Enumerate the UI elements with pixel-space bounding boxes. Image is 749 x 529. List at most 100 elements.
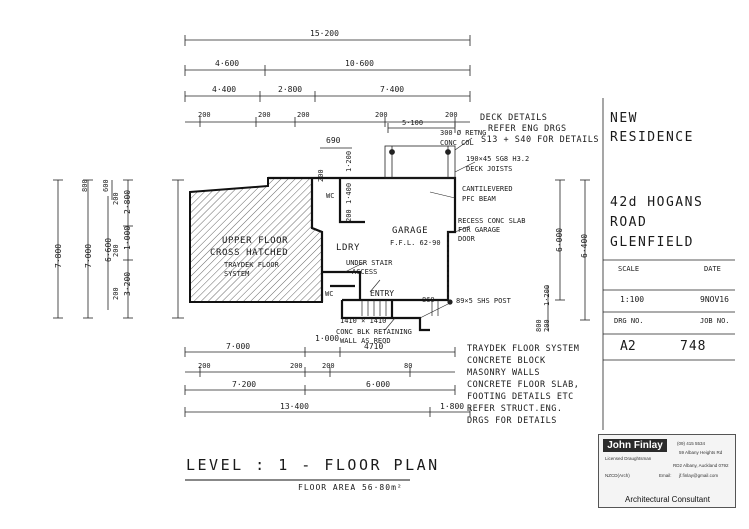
address-line3: GLENFIELD [610, 235, 694, 250]
dim-690: 690 [326, 136, 341, 145]
consultant-city: RD2 Albany, Auckland 0792 [673, 463, 729, 468]
dim-bottom-row4-b: 1·800 [440, 402, 465, 411]
date-value: 9NOV16 [700, 295, 729, 304]
dim-left-mid: 7·000 [84, 243, 93, 268]
consultant-street: 59 Albany Heights Rd [679, 450, 723, 455]
job-number-label: JOB NO. [700, 317, 730, 325]
traydek-sublabel: SYSTEM [224, 270, 250, 278]
consultant-email: jf.finlay@gmail.com [679, 473, 719, 478]
dim-left-2800: 2·800 [123, 189, 132, 214]
dim-1400: 1·400 [345, 182, 353, 204]
dim-bottom-row2-d: 80 [404, 362, 413, 370]
dim-top-row2-a: 4·600 [215, 59, 240, 68]
address-line2: ROAD [610, 215, 648, 230]
dim-left-600: 600 [102, 179, 110, 192]
dim-top-row4-c: 200 [297, 111, 310, 119]
dim-1200: 1·200 [345, 150, 353, 172]
note-cantilevered: CANTILEVERED [462, 185, 513, 193]
dim-200-a: 200 [345, 209, 353, 222]
project-name-line1: NEW [610, 111, 638, 126]
under-stair-sublabel: ACCESS [352, 268, 378, 276]
scale-value: 1:100 [620, 295, 645, 304]
dim-left-1000: 1·000 [123, 225, 132, 250]
note-wall-reqd: WALL AS REQD [340, 337, 391, 345]
dim-bottom-row1-c: 4710 [364, 342, 384, 351]
note-conc-col: CONC COL [440, 139, 474, 147]
dim-right-1200: 1·200 [543, 284, 551, 306]
dim-top-row3-b: 2·800 [278, 85, 303, 94]
note-shs-post: 89×5 SHS POST [456, 297, 511, 305]
dim-left-overall: 7·800 [54, 243, 63, 268]
note-deck-details: DECK DETAILS [480, 113, 548, 123]
under-stair-label: UNDER STAIR [346, 259, 393, 267]
consultant-title: Architectural Consultant [625, 495, 710, 504]
room-upper-floor-sublabel: CROSS HATCHED [210, 248, 289, 258]
plan-title: LEVEL : 1 - FLOOR PLAN [186, 456, 440, 474]
dim-5100: 5·100 [402, 119, 424, 127]
room-garage: GARAGE [392, 226, 429, 236]
job-number: 748 [680, 339, 707, 354]
spec-line-5: FOOTING DETAILS ETC [467, 392, 574, 402]
dim-left-200-c: 200 [112, 287, 120, 300]
spec-line-3: MASONRY WALLS [467, 368, 541, 378]
spec-line-4: CONCRETE FLOOR SLAB, [467, 380, 580, 390]
spec-line-2: CONCRETE BLOCK [467, 356, 546, 366]
dim-bottom-row1-a: 7·000 [226, 342, 251, 351]
scale-label: SCALE [618, 265, 640, 273]
note-deck-joists: DECK JOISTS [466, 165, 513, 173]
room-entry: ENTRY [370, 289, 395, 298]
consultant-nzcd: NZCD(Arch) [605, 473, 630, 478]
dim-top-row3-c: 7·400 [380, 85, 405, 94]
dim-bottom-row3-b: 6·000 [366, 380, 391, 389]
dim-top-row4-a: 200 [198, 111, 211, 119]
dim-bottom-row2-b: 200 [290, 362, 303, 370]
note-deck-sheets: S13 + S40 FOR DETAILS [481, 135, 599, 145]
note-deck-refer: REFER ENG DRGS [488, 124, 567, 134]
dim-right-200: 200 [543, 319, 551, 332]
room-upper-floor-label: UPPER FLOOR [222, 236, 289, 246]
drawing-number: A2 [620, 339, 636, 354]
project-name-line2: RESIDENCE [610, 130, 694, 145]
dim-bottom-row1-b: 1·000 [315, 334, 340, 343]
dim-left-3200: 3·200 [123, 271, 132, 296]
dim-right-6000: 6·000 [555, 227, 564, 252]
room-wc-small: WC [326, 192, 335, 200]
spec-line-1: TRAYDEK FLOOR SYSTEM [467, 344, 580, 354]
note-retaining-col: 300 Ø RETNG [440, 129, 487, 137]
dim-overall-top: 15·200 [310, 29, 339, 38]
spec-line-7: DRGS FOR DETAILS [467, 416, 557, 426]
dim-left-200-b: 200 [112, 244, 120, 257]
dim-200-b: 200 [317, 169, 325, 182]
dim-top-row2-b: 10·600 [345, 59, 374, 68]
consultant-name: John Finlay [603, 439, 667, 452]
dim-top-row4-d: 200 [375, 111, 388, 119]
dim-bottom-row2-a: 200 [198, 362, 211, 370]
room-laundry: LDRY [336, 243, 361, 253]
drawing-number-label: DRG NO. [614, 317, 644, 325]
date-label: DATE [704, 265, 721, 273]
note-conc-blk: CONC BLK RETAINING [336, 328, 412, 336]
dim-bottom-row4-a: 13·400 [280, 402, 309, 411]
floor-area: FLOOR AREA 56·80m² [298, 483, 403, 492]
consultant-email-label: Email: [659, 473, 672, 478]
dim-bottom-row2-c: 200 [322, 362, 335, 370]
consultant-stamp: John Finlay (09) 415 5534 59 Albany Heig… [598, 434, 736, 508]
garage-ffl: F.F.L. 62·90 [390, 239, 441, 247]
traydek-label: TRAYDEK FLOOR [224, 261, 279, 269]
spec-line-6: REFER STRUCT.ENG. [467, 404, 563, 414]
landing-size: 1410 × 1410 [340, 317, 387, 325]
note-recess-slab: RECESS CONC SLAB [458, 217, 526, 225]
address-line1: 42d HOGANS [610, 195, 704, 210]
room-wc: WC [325, 290, 334, 298]
dim-right-6400: 6·400 [580, 233, 589, 258]
dim-left-800: 800 [81, 179, 89, 192]
consultant-tagline: Licensed Draughtsman [605, 456, 652, 461]
dim-left-200-a: 200 [112, 192, 120, 205]
note-joists: 190×45 SG8 H3.2 [466, 155, 530, 163]
note-pfc-beam: PFC BEAM [462, 195, 496, 203]
consultant-phone: (09) 415 5534 [677, 441, 706, 446]
dim-top-row3-a: 4·400 [212, 85, 237, 94]
dim-right-800: 800 [535, 319, 543, 332]
